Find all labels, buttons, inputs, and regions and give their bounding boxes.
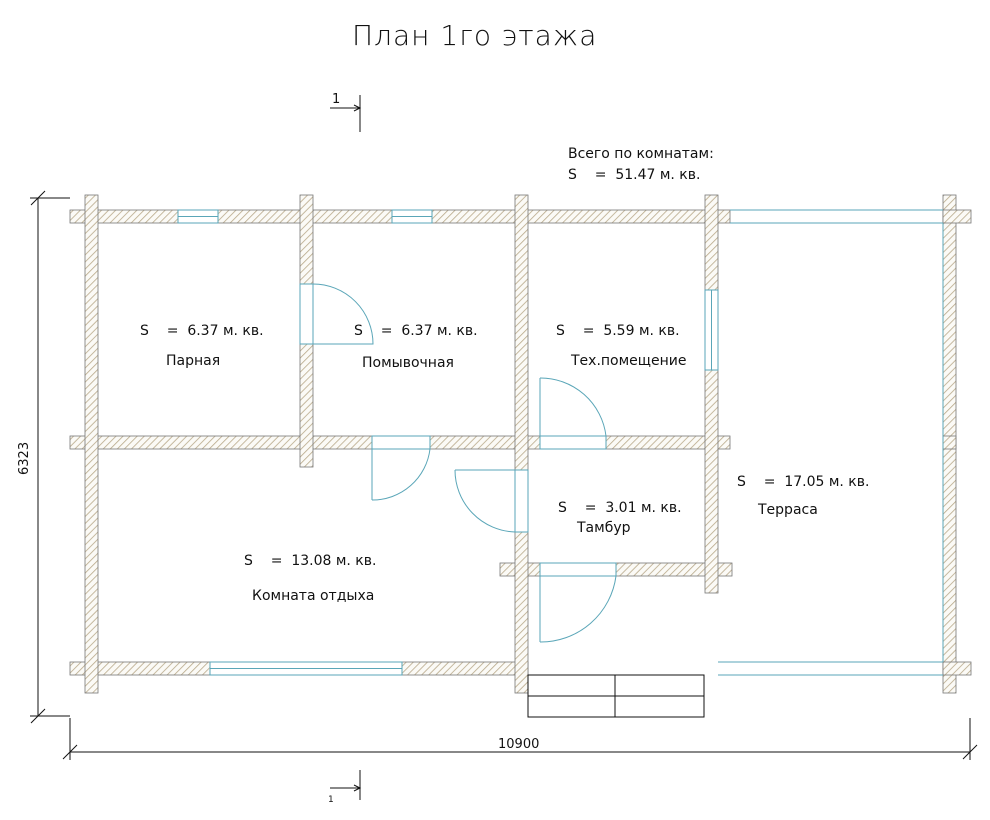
room-name-tech: Тех.помещение [570, 353, 686, 369]
plan-title: План 1го этажа [352, 19, 597, 52]
section-marks: 1 1 [328, 92, 362, 805]
doors [299, 283, 617, 643]
terrace-railings [718, 209, 944, 676]
room-name-rest: Комната отдыха [252, 588, 374, 604]
door-swing-tambur [454, 469, 516, 533]
room-labels: S = 6.37 м. кв. Парная S = 6.37 м. кв. П… [140, 323, 869, 604]
dimension-height: 6323 [17, 442, 32, 475]
room-name-pomyvochnaya: Помывочная [362, 355, 454, 371]
room-name-terrace: Терраса [757, 502, 818, 518]
door-swing-tech [539, 377, 607, 437]
terrace-beam-mid [942, 435, 957, 450]
terrace-beam-bottom [942, 661, 972, 676]
wall-tech-right [704, 194, 719, 594]
room-area-parnaya: S = 6.37 м. кв. [140, 323, 264, 339]
walls [69, 194, 972, 694]
dimension-width: 10900 [498, 737, 539, 752]
dimensions: 6323 10900 [17, 190, 978, 760]
door-swing-rest [371, 448, 431, 501]
total-label: Всего по комнатам: [568, 146, 714, 162]
room-area-rest: S = 13.08 м. кв. [244, 553, 376, 569]
room-area-tech: S = 5.59 м. кв. [556, 323, 680, 339]
terrace-beam-top [942, 209, 972, 224]
wall-mid-vertical [514, 194, 529, 694]
room-area-pomyvochnaya: S = 6.37 м. кв. [354, 323, 478, 339]
room-area-terrace: S = 17.05 м. кв. [737, 474, 869, 490]
room-name-parnaya: Парная [166, 353, 220, 369]
door-swing-parnaya [312, 283, 374, 345]
entrance-steps [527, 674, 705, 718]
section-mark-top: 1 [332, 92, 340, 107]
windows [177, 209, 719, 676]
door-swing-entrance [539, 575, 617, 643]
section-mark-bottom: 1 [328, 795, 334, 805]
room-area-tambur: S = 3.01 м. кв. [558, 500, 682, 516]
total-area: S = 51.47 м. кв. [568, 167, 700, 183]
room-name-tambur: Тамбур [576, 520, 631, 536]
wall-left [84, 194, 99, 694]
